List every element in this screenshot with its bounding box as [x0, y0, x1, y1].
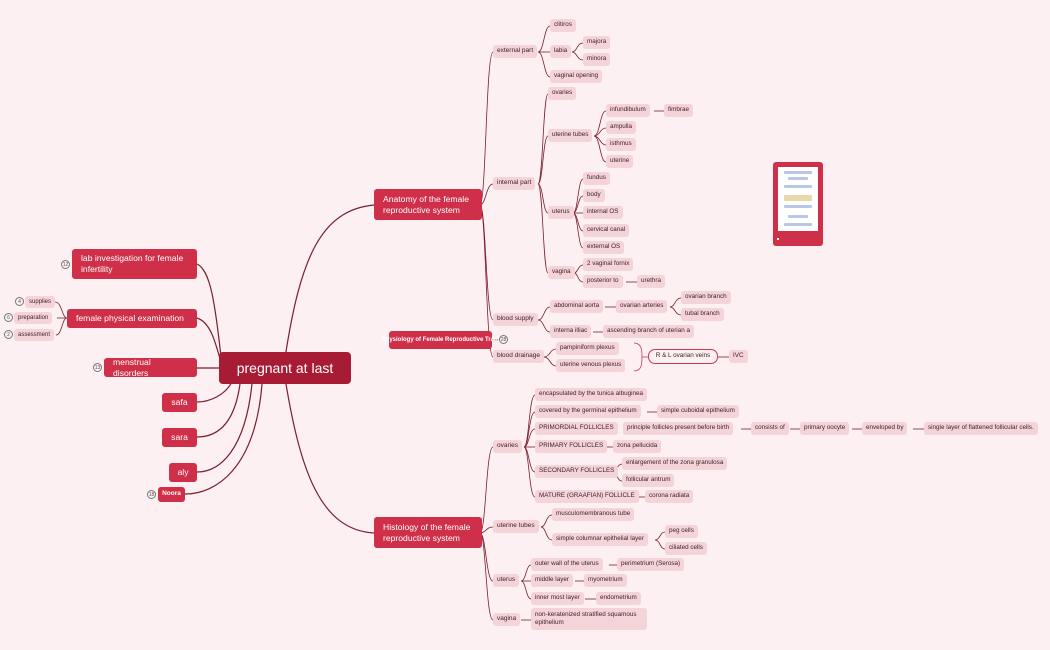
- node-outer-wall[interactable]: outer wall of the uterus: [531, 558, 603, 571]
- exam-item-preparation[interactable]: preparation: [14, 312, 53, 324]
- node-pampiniform[interactable]: pampiniform plexus: [556, 342, 619, 355]
- node-uterine[interactable]: uterine: [606, 155, 634, 168]
- node-ovarian-branch[interactable]: ovarian branch: [681, 291, 731, 304]
- node-isthmus[interactable]: isthmus: [606, 138, 636, 151]
- node-vaginal-fornix[interactable]: 2 vaginal fornix: [583, 258, 634, 271]
- node-histology-ovaries[interactable]: ovaries: [493, 440, 522, 453]
- thumbnail-bar: [784, 171, 812, 174]
- node-ovarian-arteries[interactable]: ovarian arteries: [616, 300, 668, 313]
- thumbnail-bar: [788, 177, 808, 180]
- node-uterus[interactable]: uterus: [548, 206, 574, 219]
- node-vagina-epithelium[interactable]: non-keratenized stratified squamous epit…: [531, 608, 647, 630]
- collapsed-count-badge[interactable]: 12: [61, 260, 70, 269]
- node-single-layer[interactable]: single layer of flattened follicular cel…: [924, 422, 1038, 435]
- node-histology-uterus[interactable]: uterus: [493, 574, 520, 587]
- thumbnail-bar: [784, 205, 812, 208]
- node-enveloped[interactable]: enveloped by: [862, 422, 908, 435]
- floating-topic-physiology[interactable]: Physiology of Female Reproductive Tract: [382, 331, 499, 349]
- image-thumbnail-icon[interactable]: [773, 162, 823, 246]
- node-primary[interactable]: PRIMARY FOLLICLES: [535, 440, 608, 453]
- node-ciliated[interactable]: ciliated cells: [665, 542, 707, 555]
- node-consists[interactable]: consists of: [751, 422, 789, 435]
- collapsed-count-badge[interactable]: 2: [4, 330, 13, 339]
- node-blood-supply[interactable]: blood supply: [493, 313, 538, 326]
- node-interna-iliac[interactable]: interna illiac: [550, 325, 592, 338]
- node-columnar[interactable]: simple columnar epithelial layer: [552, 533, 648, 546]
- thumbnail-page: [778, 167, 818, 231]
- thumbnail-bar: [784, 223, 812, 226]
- node-internal-part[interactable]: internal part: [493, 177, 536, 190]
- node-blood-drainage[interactable]: blood drainage: [493, 350, 545, 363]
- topic-anatomy[interactable]: Anatomy of the female reproductive syste…: [374, 189, 482, 220]
- node-radiata[interactable]: corona radiata: [645, 490, 694, 503]
- node-tubal-branch[interactable]: tubal branch: [681, 308, 724, 321]
- node-venous-plexus[interactable]: uterine venous plexus: [556, 359, 626, 372]
- node-majora[interactable]: majora: [583, 36, 611, 49]
- node-cervical-canal[interactable]: cervical canal: [583, 224, 630, 237]
- node-histology-tubes[interactable]: uterine tubes: [493, 520, 539, 533]
- node-ampulla[interactable]: ampulla: [606, 121, 637, 134]
- topic-histology[interactable]: Histology of the female reproductive sys…: [374, 517, 482, 548]
- node-clitoris[interactable]: clitiros: [550, 19, 576, 32]
- node-middle-layer[interactable]: middle layer: [531, 574, 573, 587]
- node-urethra[interactable]: urethra: [637, 275, 665, 288]
- thumbnail-bar: [784, 195, 812, 201]
- node-myometrium[interactable]: myometrium: [584, 574, 627, 587]
- topic-sara[interactable]: sara: [162, 428, 197, 447]
- root-topic[interactable]: pregnant at last: [219, 352, 351, 384]
- node-histology-vagina[interactable]: vagina: [493, 613, 521, 626]
- node-perimetrium[interactable]: perimetrium (Serosa): [617, 558, 685, 571]
- node-inner-layer[interactable]: inner most layer: [531, 592, 584, 605]
- node-ivc[interactable]: IVC: [729, 350, 748, 363]
- topic-lab-investigation[interactable]: lab investigation for female infertility: [72, 249, 197, 279]
- topic-menstrual-disorders[interactable]: menstrual disorders: [104, 357, 197, 378]
- node-ovaries[interactable]: ovaries: [548, 87, 577, 100]
- node-musculo[interactable]: musculomembranous tube: [552, 508, 635, 521]
- node-body[interactable]: body: [583, 189, 605, 202]
- node-vagina[interactable]: vagina: [548, 266, 575, 279]
- node-germinal[interactable]: covered by the germinal epithelium: [535, 405, 641, 418]
- collapsed-count-badge[interactable]: 6: [4, 313, 13, 322]
- thumbnail-bar: [784, 185, 812, 188]
- topic-safa[interactable]: safa: [162, 393, 197, 412]
- node-vaginal-opening[interactable]: vaginal opening: [550, 70, 603, 83]
- node-primordial[interactable]: PRIMORDIAL FOLLICLES: [535, 422, 618, 435]
- node-zona[interactable]: zona pellucida: [613, 440, 662, 453]
- topic-aly[interactable]: aly: [169, 463, 197, 482]
- collapsed-count-badge[interactable]: 4: [15, 297, 24, 306]
- node-mature[interactable]: MATURE (GRAAFIAN) FOLLICLE: [535, 490, 639, 503]
- thumbnail-dot: [777, 238, 779, 240]
- collapsed-count-badge[interactable]: 28: [499, 335, 508, 344]
- node-fundus[interactable]: fundus: [583, 172, 610, 185]
- node-posterior-to[interactable]: posterior to: [583, 275, 623, 288]
- exam-item-assessment[interactable]: assessment: [14, 329, 55, 341]
- node-oocyte[interactable]: primary oocyte: [800, 422, 850, 435]
- node-antrum[interactable]: follicular antrum: [622, 474, 675, 487]
- exam-item-supplies[interactable]: supplies: [25, 296, 56, 308]
- thumbnail-bar: [788, 215, 808, 218]
- node-secondary[interactable]: SECONDARY FOLLICLES: [535, 465, 619, 478]
- node-external-os[interactable]: external OS: [583, 241, 625, 254]
- node-fimbrae[interactable]: fimbrae: [664, 104, 693, 117]
- node-internal-os[interactable]: internal OS: [583, 206, 623, 219]
- node-minora[interactable]: minora: [583, 53, 611, 66]
- node-peg-cells[interactable]: peg cells: [665, 525, 698, 538]
- collapsed-count-badge[interactable]: 13: [93, 363, 102, 372]
- node-labia[interactable]: labia: [550, 45, 572, 58]
- node-infundibulum[interactable]: infundibulum: [606, 104, 650, 117]
- node-granulosa[interactable]: enlargement of the zona granulosa: [622, 457, 728, 470]
- node-cuboidal[interactable]: simple cuboidal epithelium: [657, 405, 739, 418]
- collapsed-count-badge[interactable]: 18: [147, 490, 156, 499]
- node-abdominal-aorta[interactable]: abdominal aorta: [550, 300, 604, 313]
- node-uterian-branch[interactable]: ascending branch of uterian a: [603, 325, 694, 338]
- node-principle[interactable]: principle follicles present before birth: [623, 422, 734, 435]
- node-uterine-tubes[interactable]: uterine tubes: [548, 129, 593, 142]
- node-external-part[interactable]: external part: [493, 45, 538, 58]
- node-tunica[interactable]: encapsulated by the tunica albuginea: [535, 388, 647, 401]
- topic-physical-exam[interactable]: female physical examination: [67, 309, 197, 328]
- topic-noora[interactable]: Noora: [158, 487, 185, 502]
- summary-ovarian-veins[interactable]: R & L ovarian veins: [648, 349, 718, 364]
- node-endometrium[interactable]: endometrium: [596, 592, 641, 605]
